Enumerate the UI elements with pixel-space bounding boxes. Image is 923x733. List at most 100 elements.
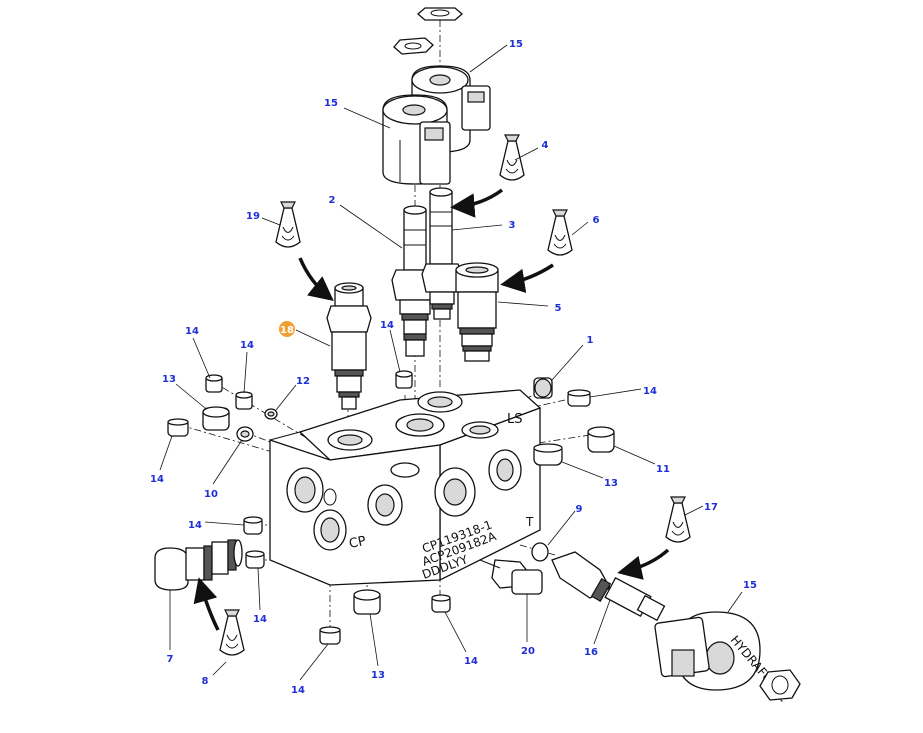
- callout-14[interactable]: 14: [150, 474, 164, 485]
- callout-16[interactable]: 16: [584, 647, 598, 658]
- relief-valve-cartridge-18[interactable]: [326, 282, 372, 410]
- solenoid-coil-front[interactable]: [382, 94, 451, 185]
- callout-14[interactable]: 14: [188, 520, 202, 531]
- callout-label: 14: [185, 326, 199, 337]
- callout-14[interactable]: 14: [643, 386, 657, 397]
- assembly-arrows: [193, 188, 670, 631]
- callout-10[interactable]: 10: [204, 489, 218, 500]
- callout-2[interactable]: 2: [329, 195, 336, 206]
- callout-label: 17: [704, 502, 718, 513]
- callout-3[interactable]: 3: [509, 220, 516, 231]
- plug-10[interactable]: [236, 426, 254, 442]
- callout-14[interactable]: 14: [253, 614, 267, 625]
- callout-label: 12: [296, 376, 310, 387]
- callout-label: 16: [584, 647, 598, 658]
- callout-label: 9: [576, 504, 583, 515]
- plug-14-g[interactable]: [245, 550, 265, 569]
- valve-manifold-block[interactable]: LS CP T CP119318-1 ACP209182A DDDLYY: [269, 389, 542, 586]
- callout-label: 15: [324, 98, 338, 109]
- callout-14[interactable]: 14: [240, 340, 254, 351]
- callout-17[interactable]: 17: [704, 502, 718, 513]
- callout-label: 5: [555, 303, 562, 314]
- plug-14-d[interactable]: [395, 370, 413, 389]
- plug-14-c[interactable]: [167, 418, 189, 437]
- manual-override-valve-7[interactable]: [154, 539, 243, 591]
- leader-lines: [159, 44, 743, 681]
- callout-15[interactable]: 15: [324, 98, 338, 109]
- callout-label: 13: [371, 670, 385, 681]
- callout-18[interactable]: 18: [279, 321, 295, 337]
- plug-14-i[interactable]: [431, 594, 451, 613]
- plug-13-a[interactable]: [202, 406, 230, 431]
- plug-14-e[interactable]: [567, 389, 591, 407]
- plug-11[interactable]: [587, 426, 615, 453]
- callout-7[interactable]: 7: [167, 654, 174, 665]
- plug-14-b[interactable]: [235, 391, 253, 410]
- check-valve-cartridge-5[interactable]: [455, 262, 499, 362]
- callout-11[interactable]: 11: [656, 464, 670, 475]
- callout-label: 14: [291, 685, 305, 696]
- callout-label: 2: [329, 195, 336, 206]
- callout-label: 13: [162, 374, 176, 385]
- callout-19[interactable]: 19: [246, 211, 260, 222]
- plug-12[interactable]: [264, 408, 278, 420]
- grease-tube-icon: [665, 496, 691, 543]
- plug-14-f[interactable]: [243, 516, 263, 535]
- grease-tube-icon: [275, 201, 301, 248]
- callout-12[interactable]: 12: [296, 376, 310, 387]
- callout-label: 14: [253, 614, 267, 625]
- callout-9[interactable]: 9: [576, 504, 583, 515]
- callout-14[interactable]: 14: [185, 326, 199, 337]
- callout-label: 6: [593, 215, 600, 226]
- seal-ring-9[interactable]: [531, 542, 549, 562]
- callout-label: 20: [521, 646, 535, 657]
- callout-label: 19: [246, 211, 260, 222]
- callout-5[interactable]: 5: [555, 303, 562, 314]
- coil-nut-bottom[interactable]: [759, 669, 801, 701]
- plug-14-h[interactable]: [319, 626, 341, 645]
- callout-15[interactable]: 15: [509, 39, 523, 50]
- callout-14[interactable]: 14: [464, 656, 478, 667]
- callout-label: 11: [656, 464, 670, 475]
- callout-label: 14: [464, 656, 478, 667]
- callout-14[interactable]: 14: [291, 685, 305, 696]
- callout-14[interactable]: 14: [380, 320, 394, 331]
- cartridge-valve-3[interactable]: [421, 187, 463, 320]
- plug-14-a[interactable]: [205, 374, 223, 393]
- top-nut[interactable]: [417, 7, 463, 21]
- top-nut-2[interactable]: [393, 37, 434, 55]
- callout-label: 14: [240, 340, 254, 351]
- callout-label: 14: [380, 320, 394, 331]
- grease-tube-icon: [547, 209, 573, 256]
- fitting-20[interactable]: [479, 559, 543, 595]
- callout-13[interactable]: 13: [604, 478, 618, 489]
- callout-6[interactable]: 6: [593, 215, 600, 226]
- callout-label: 4: [542, 140, 549, 151]
- callout-13[interactable]: 13: [371, 670, 385, 681]
- callout-label: 7: [167, 654, 174, 665]
- callout-label: 8: [202, 676, 209, 687]
- callout-4[interactable]: 4: [542, 140, 549, 151]
- callout-label: 15: [509, 39, 523, 50]
- cp-port-marking: CP: [348, 534, 368, 552]
- callout-1[interactable]: 1: [587, 335, 594, 346]
- plug-1[interactable]: [533, 377, 553, 399]
- plug-13-b[interactable]: [533, 443, 563, 466]
- solenoid-valve-16[interactable]: [551, 551, 666, 622]
- ls-port-marking: LS: [507, 412, 523, 427]
- callout-label: 1: [587, 335, 594, 346]
- callout-label: 3: [509, 220, 516, 231]
- grease-tube-icon: [499, 134, 525, 181]
- grease-tube-icon: [219, 609, 245, 656]
- callout-label: 18: [280, 325, 294, 336]
- callout-label: 14: [188, 520, 202, 531]
- callout-20[interactable]: 20: [521, 646, 535, 657]
- callout-8[interactable]: 8: [202, 676, 209, 687]
- callout-label: 10: [204, 489, 218, 500]
- t-port-marking: T: [525, 515, 534, 529]
- callout-15[interactable]: 15: [743, 580, 757, 591]
- callout-13[interactable]: 13: [162, 374, 176, 385]
- plug-13-c[interactable]: [353, 589, 381, 615]
- callout-label: 14: [150, 474, 164, 485]
